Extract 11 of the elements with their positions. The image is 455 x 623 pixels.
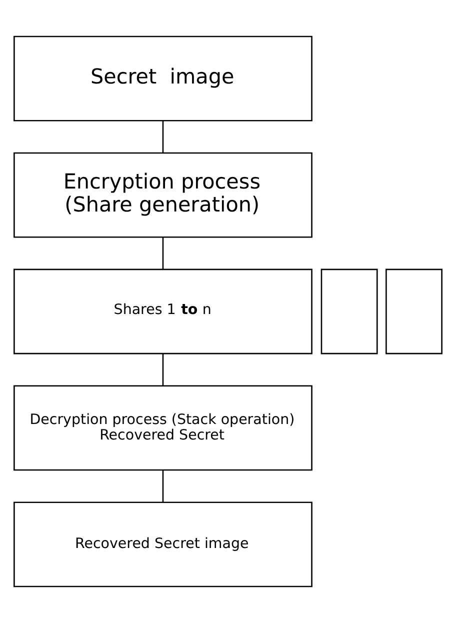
node-box: Shares 1 to n bbox=[13, 268, 312, 354]
node-box: Encryption process (Share generation) bbox=[13, 152, 312, 238]
node-box bbox=[385, 268, 442, 354]
node-box: Secret image bbox=[13, 36, 312, 122]
node-box: Recovered Secret image bbox=[13, 502, 312, 588]
node-box bbox=[320, 268, 378, 354]
node-box: Decryption process (Stack operation) Recovered Secret bbox=[13, 385, 312, 471]
connector bbox=[162, 354, 164, 386]
connector bbox=[162, 470, 164, 502]
connector bbox=[162, 121, 164, 153]
connector bbox=[162, 237, 164, 270]
